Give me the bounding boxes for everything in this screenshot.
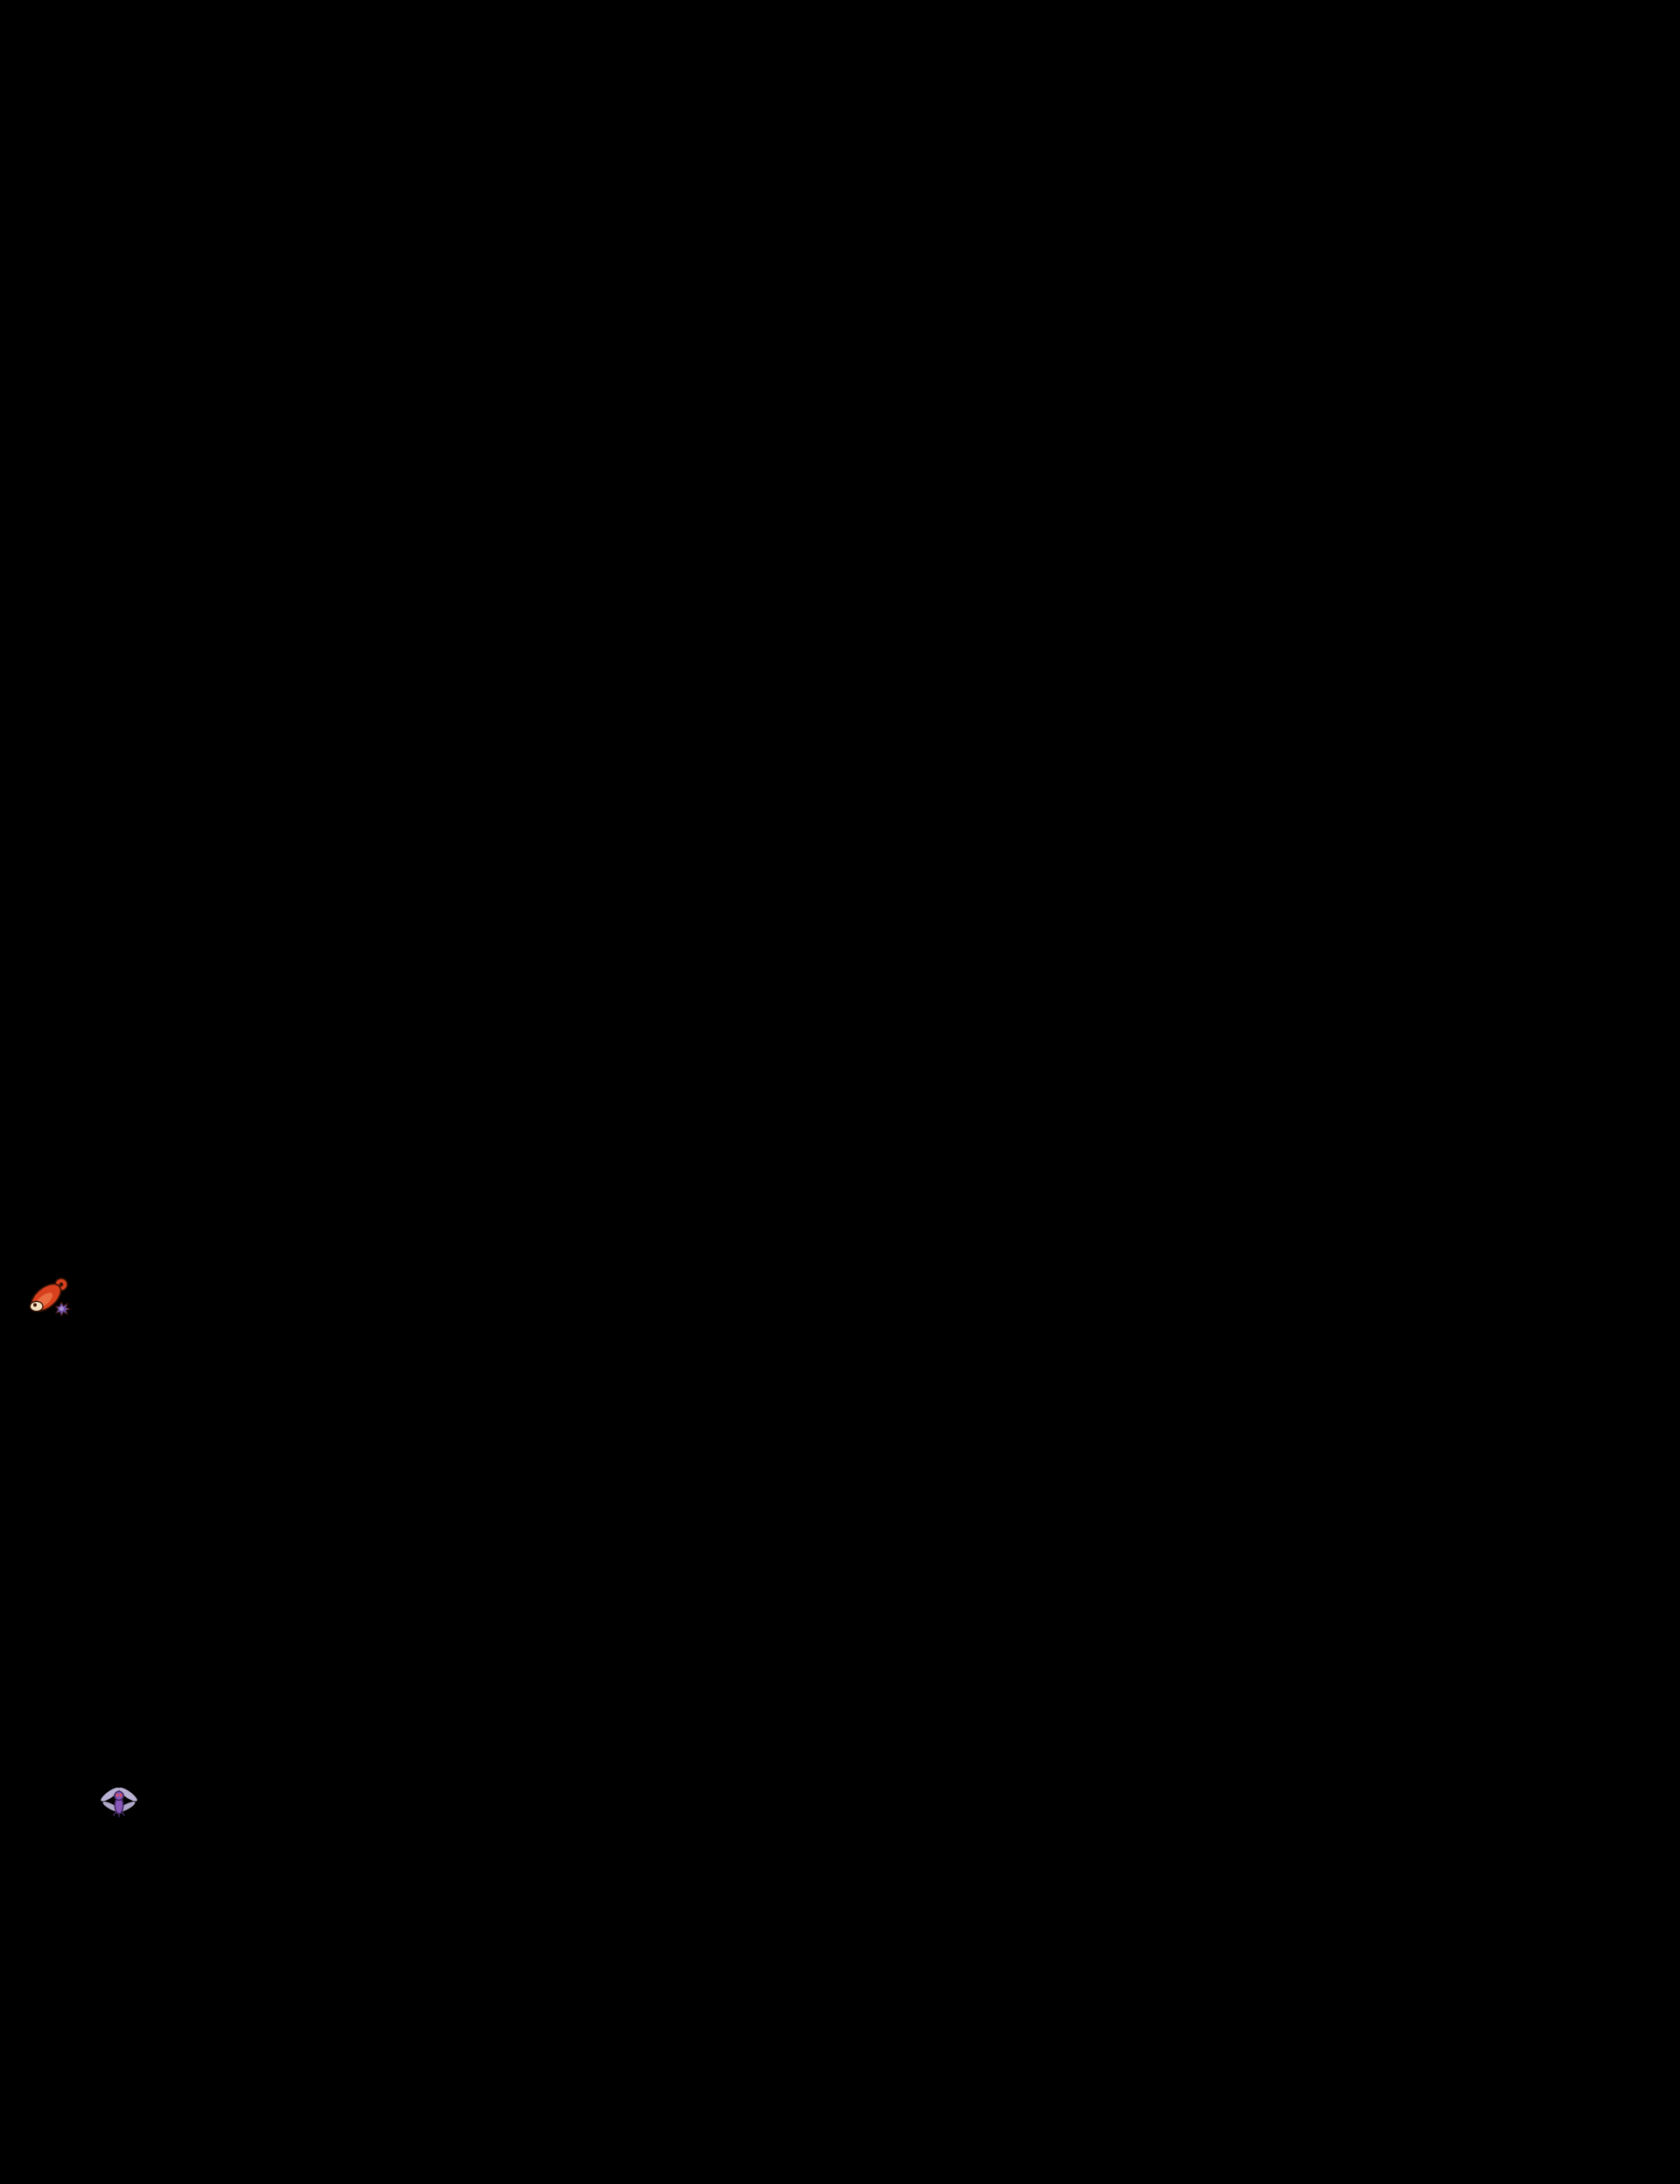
- purple-winged-creature-graphic: [101, 1787, 137, 1817]
- purple-winged-creature-sprite[interactable]: [100, 1783, 138, 1824]
- red-creature-sprite[interactable]: [24, 1276, 72, 1320]
- red-creature-graphic: [29, 1278, 72, 1318]
